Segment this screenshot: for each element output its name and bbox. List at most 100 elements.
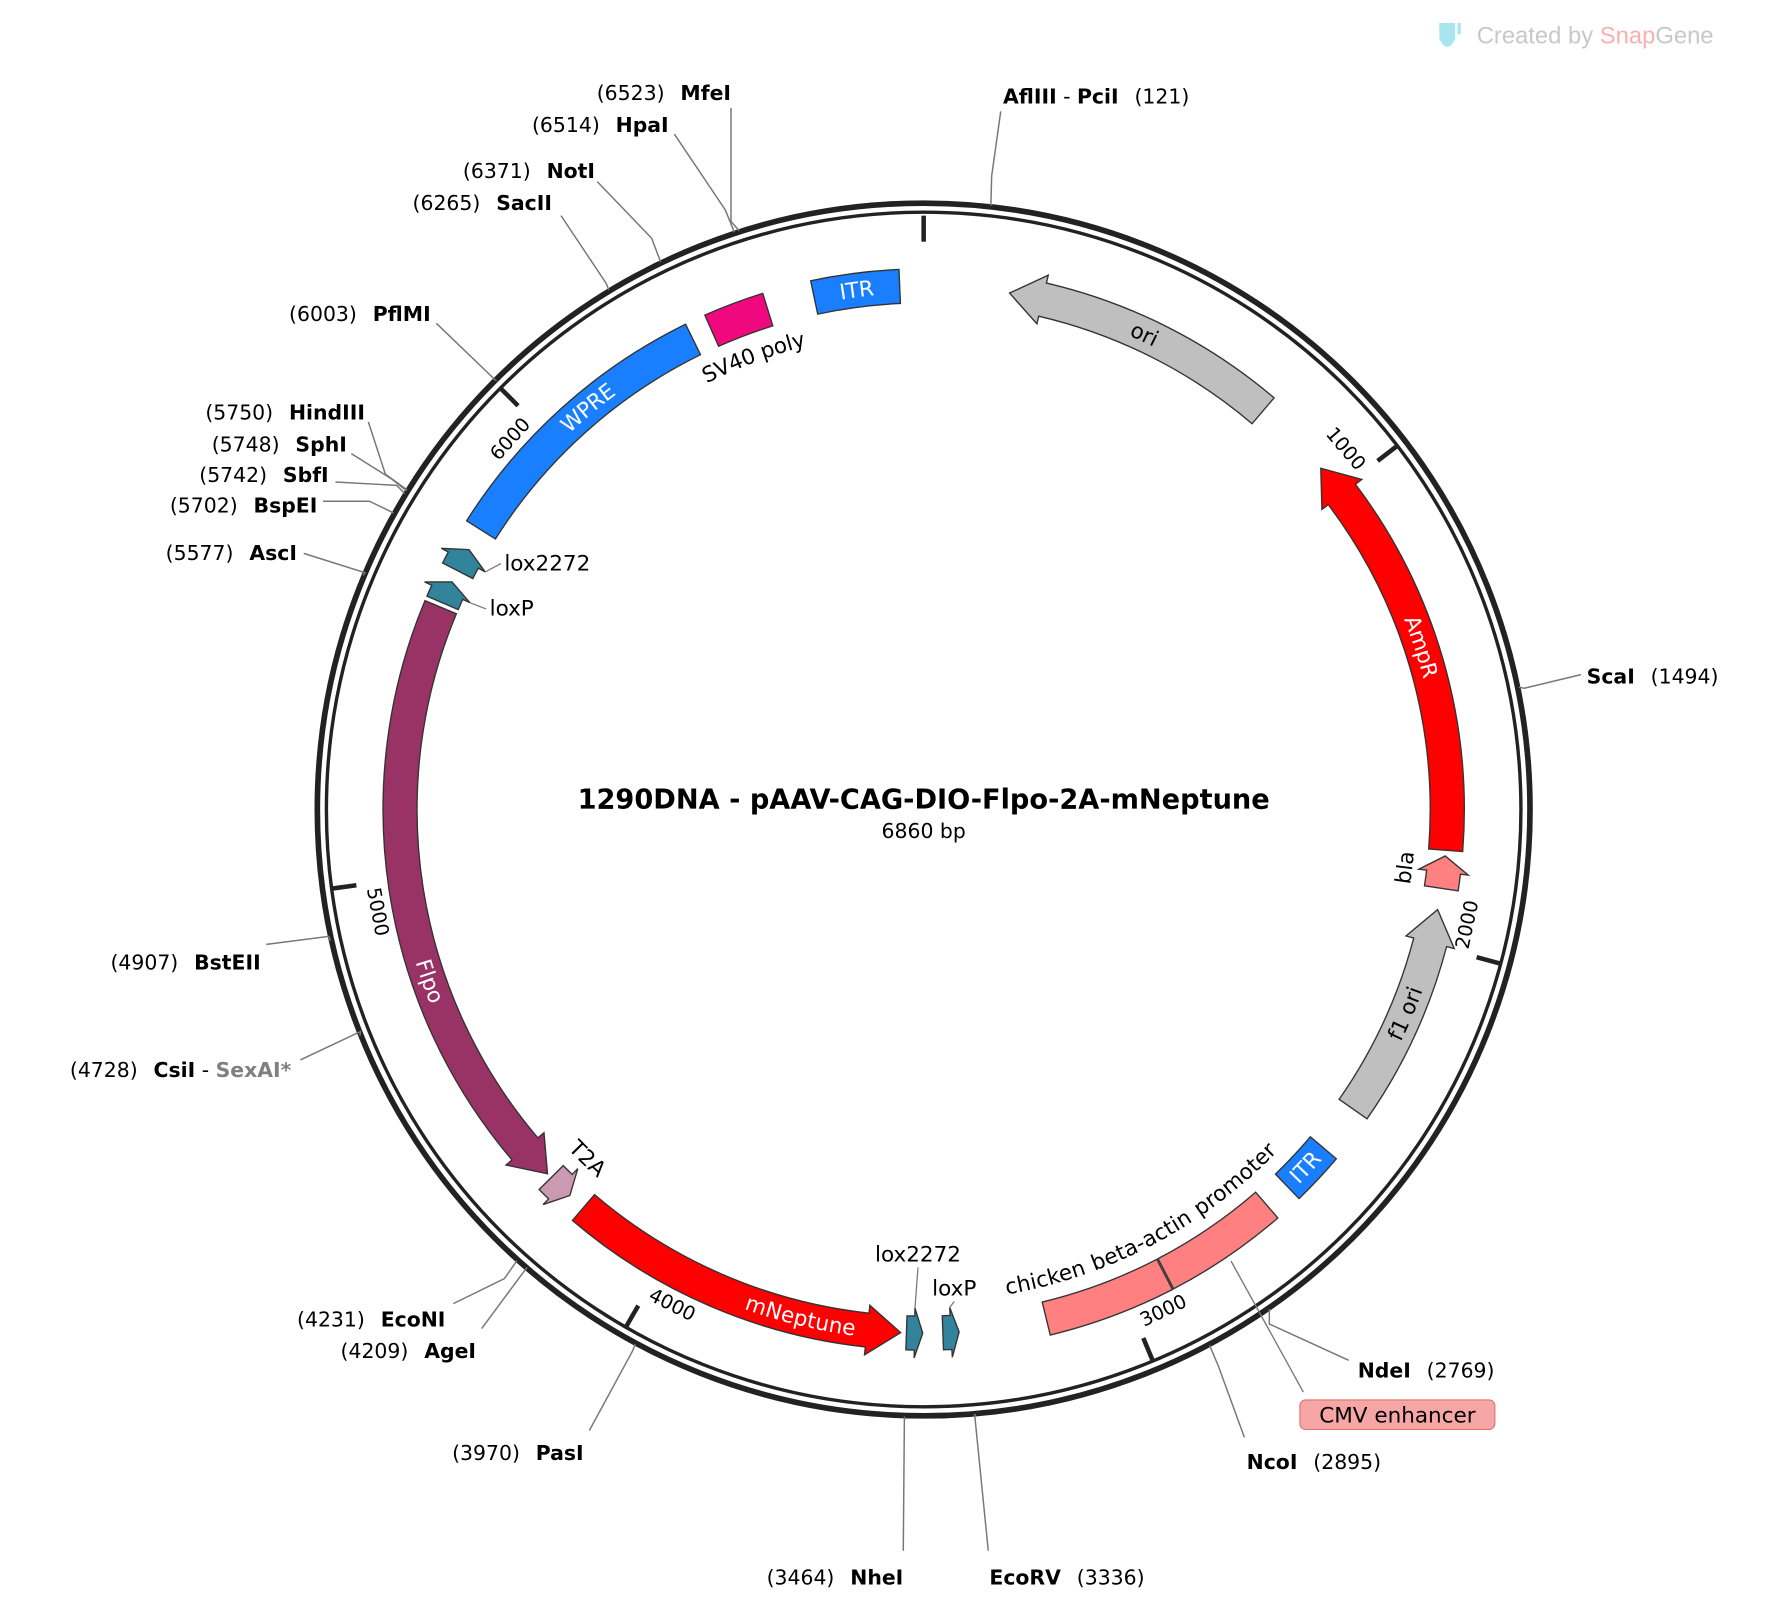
enzyme-site-ecorv[interactable]: EcoRV (3336) [973,1413,1145,1590]
enzyme-label[interactable]: NdeI(2769) [1358,1358,1495,1382]
enzyme-site-ncoi[interactable]: NcoI(2895) [1208,1345,1381,1474]
feature-lox2272[interactable] [905,1307,924,1359]
enzyme-name: EcoRV [989,1566,1061,1590]
feature-t2a[interactable] [538,1164,579,1206]
enzyme-site-asci[interactable]: (5577)AscI [166,541,367,576]
feature-chicken-beta-actin-promoter[interactable] [1041,1258,1174,1336]
enzyme-label[interactable]: (5750)HindIII [205,401,365,425]
enzyme-leader-line [323,500,394,514]
enzyme-position: (3464) [767,1566,835,1590]
enzyme-label[interactable]: (6514) HpaI [532,113,669,137]
callout-box [1299,1399,1496,1430]
enzyme-name: AgeI [424,1339,476,1363]
enzyme-name: HpaI [616,113,669,137]
feature-cmv-enhancer[interactable] [1157,1191,1279,1290]
enzyme-position: (3336) [1077,1566,1145,1590]
enzyme-position: (1494) [1651,665,1719,689]
snapgene-watermark: Created by SnapGene [1439,22,1714,49]
enzyme-position: (2895) [1313,1450,1381,1474]
enzyme-label[interactable]: (6523)MfeI [597,81,731,105]
feature-label-bla: bla [1391,850,1420,885]
enzyme-label[interactable]: (3970)PasI [452,1441,584,1465]
enzyme-label[interactable]: NcoI(2895) [1247,1450,1381,1474]
enzyme-label[interactable]: (4728)CsiI - SexAI* [70,1058,292,1082]
enzyme-site-econi[interactable]: (4231)EcoNI [297,1260,518,1332]
feature-mneptune[interactable] [571,1193,902,1357]
enzyme-label[interactable]: ScaI(1494) [1587,665,1719,689]
enzyme-name: BstEII [194,950,261,974]
backbone-ring [314,200,1533,1419]
feature-itr[interactable] [809,268,902,315]
enzyme-label[interactable]: (4907)BstEII [110,950,260,974]
feature-flpo[interactable] [382,599,549,1175]
enzyme-site-hpai[interactable]: (6514) HpaI [532,113,736,233]
enzyme-site-agei[interactable]: (4209)AgeI [341,1266,528,1363]
feature-itr[interactable] [1274,1135,1338,1200]
feature-label-lox2272: lox2272 [504,551,590,576]
enzyme-position: (6265) [413,191,481,215]
enzyme-site-ndei[interactable]: NdeI(2769) [1268,1308,1495,1382]
enzyme-site-scai[interactable]: ScaI(1494) [1518,665,1719,689]
enzyme-name: BspEI [254,494,318,518]
enzyme-label[interactable]: (3464)NheI [767,1566,904,1590]
enzyme-name: PciI [1077,84,1119,108]
enzyme-site-csii-sexai-[interactable]: (4728)CsiI - SexAI* [70,1030,362,1082]
feature-ampr[interactable] [1320,467,1465,853]
enzyme-name: SbfI [283,463,329,487]
enzyme-site-sbfi[interactable]: (5742)SbfI [199,463,406,495]
enzyme-site-bspei[interactable]: (5702)BspEI [170,494,394,518]
enzyme-site-pasi[interactable]: (3970)PasI [452,1343,637,1465]
tube-icon [1439,22,1461,47]
tick-mark [1141,1337,1155,1362]
enzyme-label[interactable]: EcoRV (3336) [989,1566,1144,1590]
enzyme-site-sphi[interactable]: (5748)SphI [212,432,407,492]
label-leader-line [484,563,502,573]
enzyme-site-sacii[interactable]: (6265)SacII [413,191,610,291]
enzyme-site-mfei[interactable]: (6523)MfeI [597,81,740,232]
enzyme-leader-line [481,1266,528,1330]
enzyme-leader-line [730,107,740,232]
enzyme-leader-line [1208,1345,1246,1438]
enzyme-label[interactable]: (6003)PflMI [289,302,431,326]
feature-wpre[interactable] [465,323,702,540]
enzyme-label[interactable]: AflIII - PciI(121) [1003,84,1189,108]
feature-ori[interactable] [1008,274,1276,425]
enzyme-site-nhei[interactable]: (3464)NheI [767,1416,906,1590]
enzyme-site-pflmi[interactable]: (6003)PflMI [289,302,498,382]
tick-mark [1476,955,1502,966]
enzyme-position: (6514) [532,113,600,137]
enzyme-site-noti[interactable]: (6371)NotI [463,159,662,263]
enzyme-name: EcoNI [381,1307,446,1331]
enzyme-site-bsteii[interactable]: (4907)BstEII [110,935,332,974]
feature-sv40-poly[interactable] [703,292,774,348]
enzyme-label[interactable]: (6265)SacII [413,191,552,215]
feature-lox2272[interactable] [441,547,486,580]
enzyme-name: SphI [295,432,346,456]
enzyme-label[interactable]: (5748)SphI [212,432,347,456]
enzyme-label[interactable]: (5702)BspEI [170,494,317,518]
tick-label: 2000 [1451,898,1484,951]
enzyme-site-hindiii[interactable]: (5750)HindIII [205,401,408,491]
callout-line [1230,1260,1304,1393]
enzyme-leader-line [1518,673,1582,689]
enzyme-leader-line [453,1260,518,1305]
enzyme-position: (2769) [1427,1358,1495,1382]
enzyme-label[interactable]: (6371)NotI [463,159,595,183]
enzyme-leader-line [303,552,367,576]
enzyme-site-afliii-pcii[interactable]: AflIII - PciI(121) [990,84,1189,206]
feature-bla[interactable] [1416,855,1471,892]
enzyme-name: NotI [547,159,595,183]
enzyme-name: HindIII [289,401,365,425]
enzyme-label[interactable]: (4231)EcoNI [297,1307,445,1331]
feature-loxp[interactable] [941,1307,960,1358]
enzyme-name: CsiI [154,1058,196,1082]
enzyme-name: AflIII [1003,84,1057,108]
feature-loxp[interactable] [424,581,471,611]
enzyme-label[interactable]: (4209)AgeI [341,1339,476,1363]
enzyme-label[interactable]: (5577)AscI [166,541,297,565]
enzyme-leader-line [335,481,406,495]
enzyme-label[interactable]: (5742)SbfI [199,463,328,487]
enzyme-leader-line [350,453,407,492]
enzyme-position: (4728) [70,1058,138,1082]
feature-f1-ori[interactable] [1338,908,1456,1120]
